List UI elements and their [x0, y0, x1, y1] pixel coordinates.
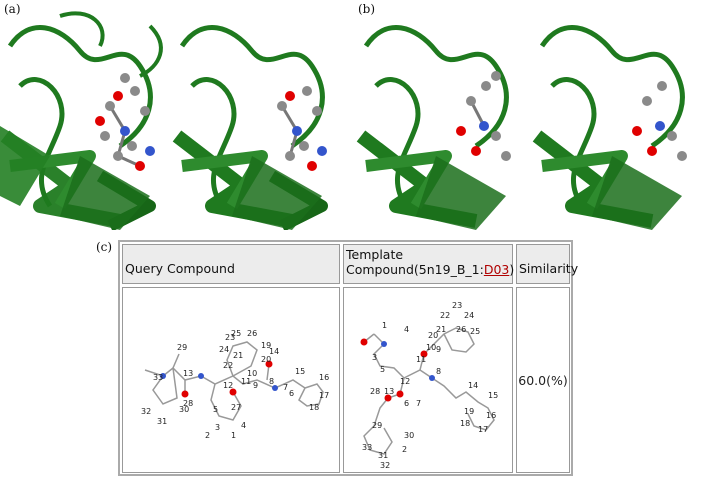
- ligand-left: [95, 73, 155, 171]
- template-atom-label: 17: [478, 425, 488, 434]
- query-atom-label: 15: [295, 367, 305, 376]
- template-atom-label: 1: [382, 321, 387, 330]
- template-atom-label: 18: [460, 419, 470, 428]
- query-atom-label: 5: [213, 405, 218, 414]
- template-atom-label: 21: [436, 325, 446, 334]
- template-atom-label: 26: [456, 325, 466, 334]
- query-atom-label: 27: [231, 403, 241, 412]
- query-atom-label: 21: [233, 351, 243, 360]
- protein-ribbon-b-left: [356, 25, 511, 230]
- query-atom-label: 12: [223, 381, 233, 390]
- query-atom-label: 3: [215, 423, 220, 432]
- template-atom-label: 7: [416, 399, 421, 408]
- template-atom-label: 4: [404, 325, 409, 334]
- stereo-view-b: [356, 6, 707, 230]
- protein-ribbon-b-right: [532, 25, 687, 230]
- query-atom-label: 30: [179, 405, 189, 414]
- query-atom-label: 13: [183, 369, 193, 378]
- template-atom-label: 8: [436, 367, 441, 376]
- query-atom-label: 24: [219, 345, 229, 354]
- query-compound-header: Query Compound: [122, 244, 340, 284]
- panel-label-a: (a): [4, 2, 21, 16]
- query-atom-label: 20: [261, 355, 271, 364]
- template-atom-label: 14: [468, 381, 478, 390]
- template-atom-label: 9: [436, 345, 441, 354]
- query-atom-label: 11: [241, 377, 251, 386]
- template-atom-label: 30: [404, 431, 414, 440]
- template-atom-label: 25: [470, 327, 480, 336]
- query-atom-label: 23: [225, 333, 235, 342]
- template-atom-label: 28: [370, 387, 380, 396]
- query-atom-label: 6: [289, 389, 294, 398]
- query-atom-label: 16: [319, 373, 329, 382]
- query-atom-label: 32: [141, 407, 151, 416]
- similarity-header: Similarity: [516, 244, 578, 284]
- query-atom-label: 18: [309, 403, 319, 412]
- query-atom-label: 8: [269, 377, 274, 386]
- template-atom-label: 29: [372, 421, 382, 430]
- template-atom-label: 5: [380, 365, 385, 374]
- template-atom-label: 16: [486, 411, 496, 420]
- template-atom-label: 11: [416, 355, 426, 364]
- query-atom-label: 10: [247, 369, 257, 378]
- template-atom-label: 15: [488, 391, 498, 400]
- query-atom-label: 19: [261, 341, 271, 350]
- query-atom-label: 17: [319, 391, 329, 400]
- template-atom-label: 33: [362, 443, 372, 452]
- template-ligand-link[interactable]: D03: [483, 262, 510, 277]
- query-atom-label: 29: [177, 343, 187, 352]
- panel-label-c: (c): [96, 240, 113, 254]
- protein-ribbon-left: [0, 11, 163, 230]
- stereo-view-a: [0, 6, 351, 230]
- template-atom-label: 23: [452, 301, 462, 310]
- template-atom-label: 31: [378, 451, 388, 460]
- template-atom-label: 6: [404, 399, 409, 408]
- query-atom-label: 22: [223, 361, 233, 370]
- template-compound-header: Template Compound(5n19_B_1:D03): [343, 244, 514, 284]
- template-atom-label: 32: [380, 461, 390, 470]
- template-atom-label: 22: [440, 311, 450, 320]
- query-atom-label: 7: [283, 383, 288, 392]
- query-atom-label: 25: [231, 329, 241, 338]
- query-atom-label: 4: [241, 421, 246, 430]
- panel-label-b: (b): [358, 2, 376, 16]
- query-atom-label: 14: [269, 347, 279, 356]
- template-atom-label: 24: [464, 311, 474, 320]
- template-atom-label: 19: [464, 407, 474, 416]
- similarity-value: 60.0(%): [516, 287, 570, 473]
- template-atom-label: 2: [402, 445, 407, 454]
- query-atom-label: 33: [153, 373, 163, 382]
- template-atom-label: 20: [428, 331, 438, 340]
- query-atom-label: 28: [183, 399, 193, 408]
- comparison-table: Query Compound Template Compound(5n19_B_…: [118, 240, 578, 476]
- protein-ribbon-right: [172, 25, 328, 230]
- template-atom-label: 13: [384, 387, 394, 396]
- template-atom-label: 3: [372, 353, 377, 362]
- query-atom-label: 31: [157, 417, 167, 426]
- query-atom-label: 9: [253, 381, 258, 390]
- query-atom-label: 2: [205, 431, 210, 440]
- query-atom-label: 26: [247, 329, 257, 338]
- template-atom-label: 10: [426, 343, 436, 352]
- template-atom-label: 12: [400, 377, 410, 386]
- query-atom-label: 1: [231, 431, 236, 440]
